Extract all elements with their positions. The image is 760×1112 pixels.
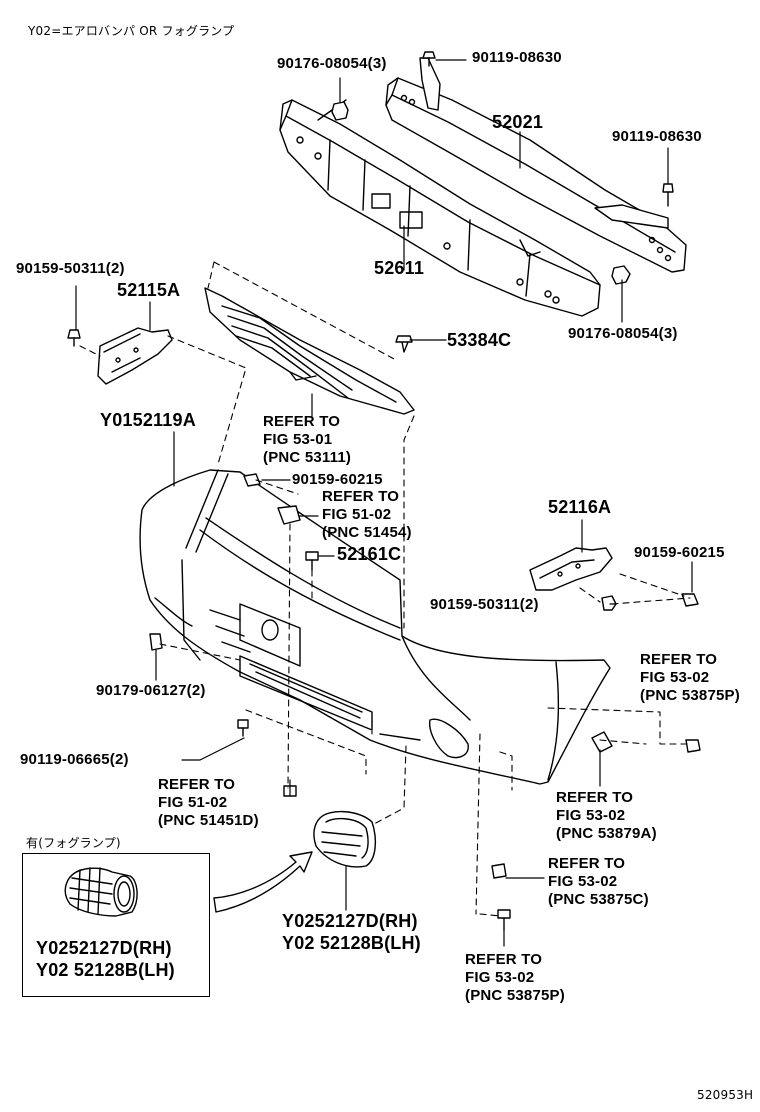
front-bumper-cover (139, 469, 611, 785)
clip-icon (395, 335, 413, 353)
inset-label-rh: Y0252127D(RH) (36, 938, 172, 958)
inset-title: 有(フォグランプ) (26, 836, 121, 850)
nut-icon (611, 265, 631, 285)
fog-lamp-assembly (64, 867, 138, 917)
label-refer-53111: REFER TO FIG 53-01 (PNC 53111) (263, 413, 352, 466)
fog-lamp-cover (313, 811, 377, 868)
dashed-assembly-lines (79, 261, 691, 917)
label-refer-53879A: REFER TO FIG 53-02 (PNC 53879A) (556, 789, 657, 842)
bolt-icon (662, 183, 674, 207)
bolt-icon (422, 51, 436, 67)
label-refer-51454: REFER TO FIG 51-02 (PNC 51454) (322, 488, 412, 541)
inset-label-lh: Y02 52128B(LH) (36, 960, 175, 980)
bolt-icon (67, 329, 81, 347)
header-note: Y02=エアロバンパ OR フォグランプ (28, 24, 235, 38)
label-90179-06127: 90179-06127(2) (96, 682, 206, 699)
label-refer-53875C: REFER TO FIG 53-02 (PNC 53875C) (548, 855, 649, 908)
figure-code: 520953H (697, 1088, 754, 1102)
label-53384C: 53384C (447, 330, 512, 350)
label-Y0252128B-LH: Y02 52128B(LH) (282, 933, 421, 953)
bumper-bracket-52116A (529, 547, 613, 591)
label-90159-50311-right: 90159-50311(2) (430, 596, 539, 613)
label-52116A: 52116A (548, 497, 612, 517)
nut-icon (149, 633, 163, 651)
clip-icon (491, 863, 507, 879)
label-90159-60215-center: 90159-60215 (292, 471, 383, 488)
label-90159-50311-left: 90159-50311(2) (16, 260, 125, 277)
label-90176-08054-right: 90176-08054(3) (568, 325, 678, 342)
label-90119-08630-right: 90119-08630 (612, 128, 702, 145)
label-90176-08054-top: 90176-08054(3) (277, 55, 387, 72)
label-52611: 52611 (374, 258, 425, 278)
label-Y0152119A: Y0152119A (100, 410, 196, 430)
label-90119-08630-top: 90119-08630 (472, 49, 562, 66)
clip-icon (591, 731, 613, 753)
nut-icon (601, 595, 617, 611)
arrow-icon (213, 851, 313, 913)
fog-lamp-inset (22, 853, 210, 997)
clip-icon (277, 505, 301, 525)
label-52115A: 52115A (117, 280, 181, 300)
label-52021: 52021 (492, 112, 544, 132)
bumper-bracket-52115A (97, 327, 173, 385)
nut-icon (331, 101, 349, 121)
clip-icon (497, 909, 511, 931)
label-90119-06665: 90119-06665(2) (20, 751, 129, 768)
clip-icon (685, 739, 701, 753)
label-Y0252127D-RH: Y0252127D(RH) (282, 911, 418, 931)
radiator-grille (204, 287, 415, 415)
clip-icon (243, 473, 261, 487)
clip-icon (681, 593, 699, 607)
bolt-icon (237, 719, 249, 737)
clip-icon (305, 551, 319, 571)
label-90159-60215-right: 90159-60215 (634, 544, 725, 561)
leader-lines (75, 59, 693, 947)
label-refer-51451D: REFER TO FIG 51-02 (PNC 51451D) (158, 776, 259, 829)
label-refer-53875P-bottom: REFER TO FIG 53-02 (PNC 53875P) (465, 951, 565, 1004)
label-refer-53875P-right: REFER TO FIG 53-02 (PNC 53875P) (640, 651, 740, 704)
label-52161C: 52161C (337, 544, 402, 564)
